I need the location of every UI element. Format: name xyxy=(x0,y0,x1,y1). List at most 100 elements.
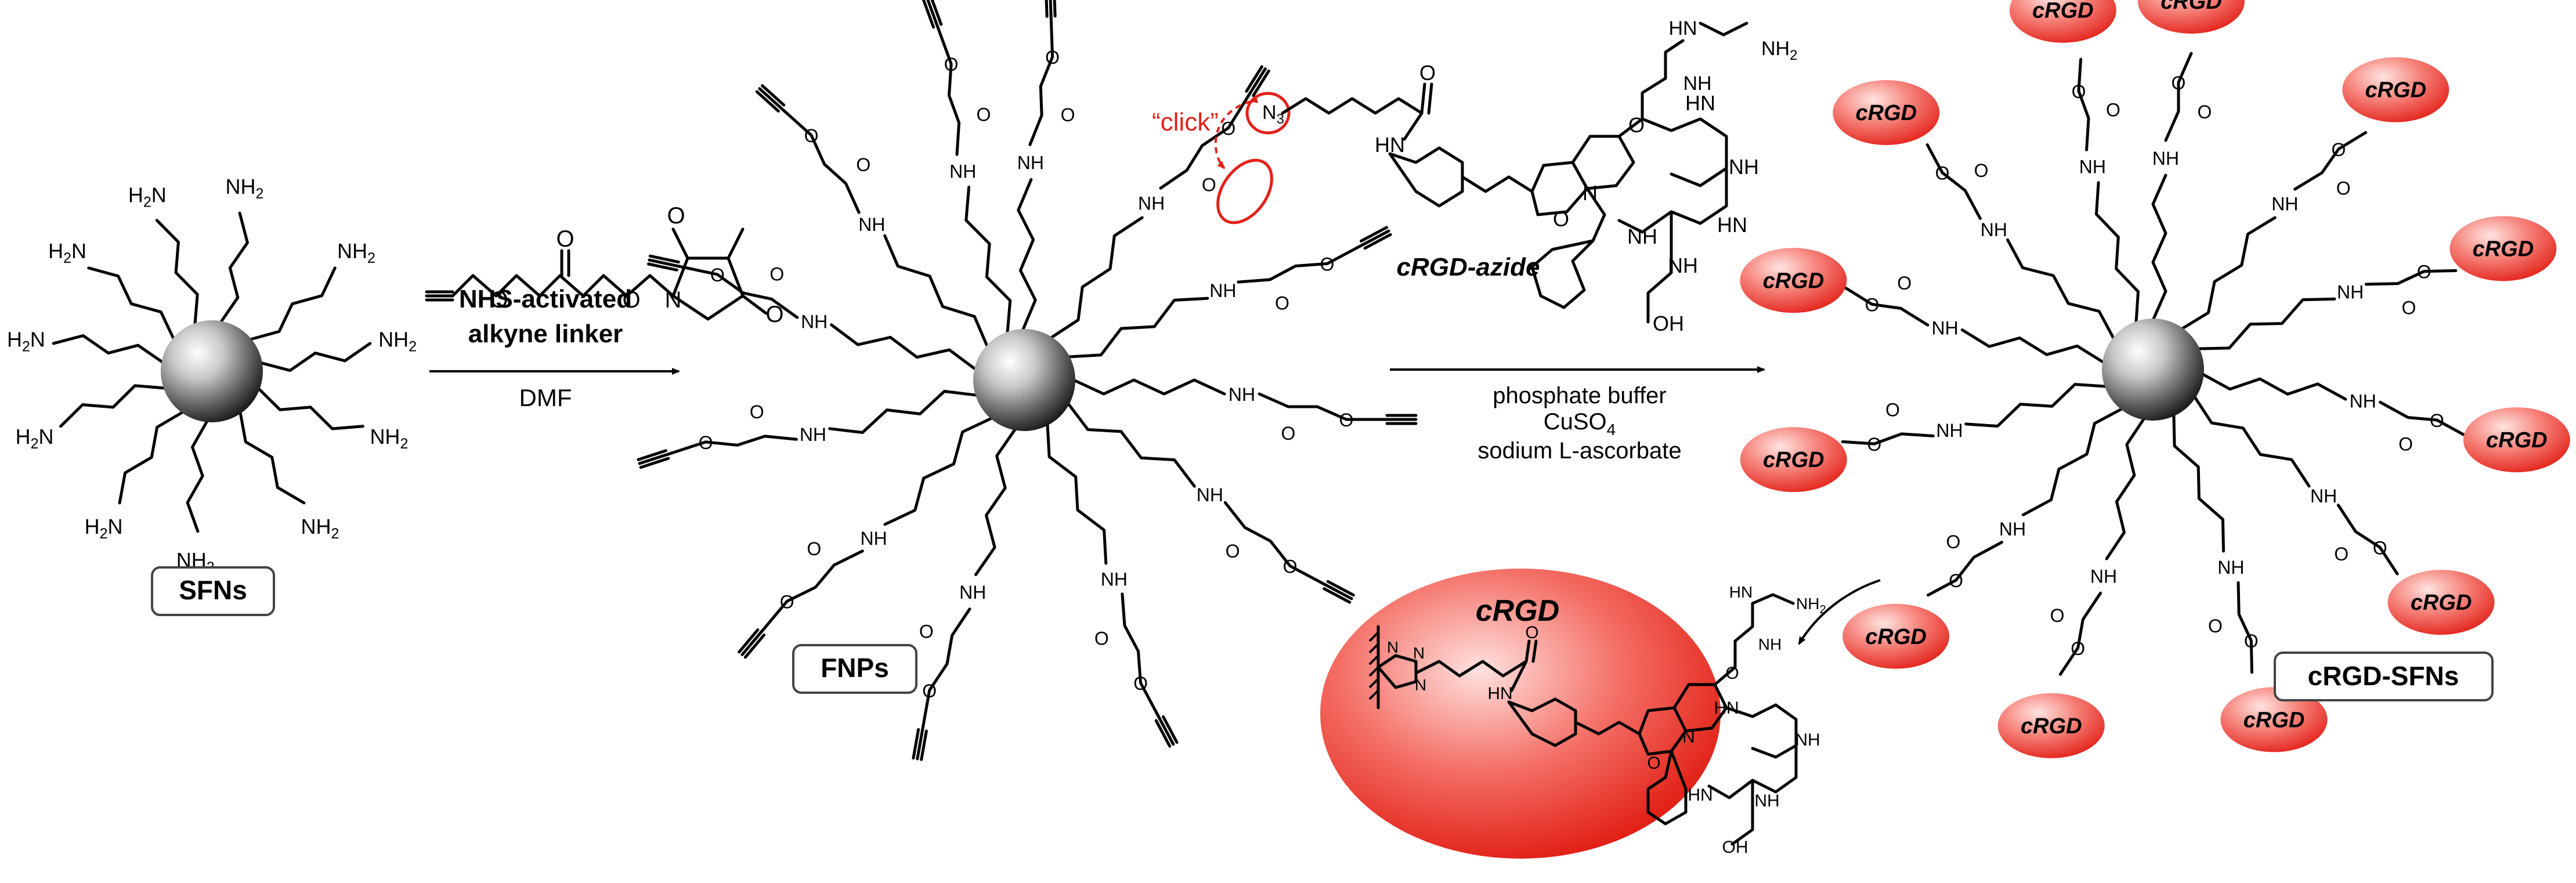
crgd-bubble xyxy=(2009,0,2116,43)
crgd-nh-label: NH xyxy=(2152,148,2179,169)
zoom-nh2: NH xyxy=(1754,791,1779,810)
fnp-alkyne xyxy=(916,729,924,761)
zoom-guanidine-hn: HN xyxy=(1729,583,1753,601)
crgd-carbonyl-o: O xyxy=(1946,531,1960,552)
zoom-hn1: HN xyxy=(1487,684,1512,703)
fnp-nh-label: NH xyxy=(1017,152,1044,173)
crgd-bubble xyxy=(1842,603,1950,669)
crgd-bubble-label: cRGD xyxy=(2243,708,2305,732)
fnp-linker-bond xyxy=(935,24,961,156)
fnp-linker-bond xyxy=(1028,15,1054,146)
crgd-linker-bond xyxy=(2237,581,2253,674)
crgd-linker-bond xyxy=(2336,504,2399,576)
crgd-ether-o: O xyxy=(1865,295,1879,316)
crgd-carbonyl-o: O xyxy=(2198,102,2212,122)
zoom-arrow xyxy=(1798,579,1881,645)
step2: phosphate buffer CuSO4 sodium L-ascorbat… xyxy=(1390,366,1765,464)
crgd-bubble xyxy=(1833,80,1940,146)
zoom-nh1: NH xyxy=(1795,730,1820,750)
crgd-arm-bond xyxy=(2201,372,2347,401)
fnp-particle: NHOONHOONHOONHOONHOONHOONHOONHOONHOONHOO… xyxy=(637,0,1418,761)
crgd-azide-label: cRGD-azide xyxy=(1397,253,1540,281)
zoom-n2: N xyxy=(1413,644,1425,662)
zoom-guanidine-nh: NH xyxy=(1758,635,1782,653)
fnp-nh-label: NH xyxy=(949,161,976,182)
fnp-nh-label: NH xyxy=(1197,484,1223,505)
crgd-carbonyl-o: O xyxy=(2208,616,2223,636)
fnp-alkyne xyxy=(638,453,669,465)
fnp-carbonyl-o: O xyxy=(750,401,764,422)
crgd-bubble-label: cRGD xyxy=(2486,428,2548,453)
crgd-zoom-bubble xyxy=(1320,569,1798,859)
azide-oh: OH xyxy=(1653,312,1684,335)
fnps-label: FNPs xyxy=(821,653,889,683)
azide-o3: O xyxy=(1553,207,1569,231)
fnp-arm-bond xyxy=(830,323,978,371)
fnp-carbonyl-o: O xyxy=(1281,423,1296,444)
crgd-carbonyl-o: O xyxy=(2398,433,2413,454)
zoom-hn3: HN xyxy=(1688,786,1712,805)
crgd-bubble-label: cRGD xyxy=(1763,448,1824,472)
fnp-ether-o: O xyxy=(1045,47,1060,68)
crgd-carbonyl-o: O xyxy=(2334,544,2349,564)
fnp-nh-label: NH xyxy=(1138,193,1165,214)
crgd-bubble-label: cRGD xyxy=(1763,269,1824,293)
azide-hn1: HN xyxy=(1375,133,1405,157)
fnp-arm-bond xyxy=(1072,378,1226,396)
crgd-ether-o: O xyxy=(2172,73,2186,93)
zoom-guanidine-nh2: NH2 xyxy=(1796,595,1826,616)
crgd-azide-structure xyxy=(1281,21,1748,324)
fnp-arm-bond xyxy=(828,390,979,434)
crgd-nh-label: NH xyxy=(1936,420,1963,441)
fnp-arm-bond xyxy=(883,416,994,526)
azide-nh1: NH xyxy=(1627,225,1657,248)
sfn-arm-bond xyxy=(87,266,176,341)
crgd-carbonyl-o: O xyxy=(2401,298,2416,319)
azide-hn2: HN xyxy=(1685,91,1715,115)
fnp-carbonyl-o: O xyxy=(919,621,934,642)
crgd-nh-label: NH xyxy=(2310,486,2337,506)
fnp-ether-o: O xyxy=(710,265,725,285)
sfn-arm-bond xyxy=(239,410,306,505)
crgd-bubble-label: cRGD xyxy=(2365,78,2426,103)
fnp-ether-o: O xyxy=(804,125,819,146)
crgd-bubble xyxy=(2342,57,2449,122)
crgd-ether-o: O xyxy=(2417,262,2432,283)
step2-line2: CuSO4 xyxy=(1544,409,1616,439)
fnp-alkyne xyxy=(1049,0,1053,18)
sfn-arm-bond xyxy=(59,384,167,428)
crgd-arm-bond xyxy=(2151,173,2167,322)
crgd-arm-bond xyxy=(1964,383,2108,428)
crgd-arm-bond xyxy=(2095,181,2140,325)
fnp-linker-bond xyxy=(1258,392,1389,421)
zoom-macrocycle xyxy=(1707,602,1798,846)
sfn-arm-bond xyxy=(219,211,249,324)
fnp-arm-bond xyxy=(1066,401,1196,488)
azide-guanidine-hn: HN xyxy=(1668,17,1697,39)
fnp-linker-bond xyxy=(921,607,971,732)
zoom-attachment-hatch xyxy=(1368,631,1379,700)
fnp-nh-label: NH xyxy=(1229,384,1255,405)
fnp-carbonyl-o: O xyxy=(807,538,821,559)
crgd-bubble-label: cRGD xyxy=(2032,0,2094,23)
crgd-zoom-title: cRGD xyxy=(1476,594,1559,628)
fnps-label-box xyxy=(792,644,917,694)
fnp-alkyne xyxy=(740,631,763,656)
crgd-linker-bond xyxy=(1925,143,1982,220)
fnp-ether-o: O xyxy=(1339,410,1354,430)
nhs-n: N xyxy=(665,287,682,313)
crgd-arm-bond xyxy=(2192,395,2311,488)
azide-guanidine-nh: NH xyxy=(1683,73,1711,95)
crgd-bubble xyxy=(2463,407,2570,473)
crgd-bubble xyxy=(2387,570,2495,635)
crgd-bubble xyxy=(1740,427,1847,493)
crgd-bubble-label: cRGD xyxy=(1865,625,1927,649)
crgd-bubble xyxy=(2449,216,2557,281)
step2-line3: sodium L-ascorbate xyxy=(1477,438,1681,464)
sfn-amine-label: NH2 xyxy=(225,175,263,202)
crgd-bubble xyxy=(1740,248,1847,313)
crgd-nh-label: NH xyxy=(2090,566,2117,587)
crgd-zoom-ellipse xyxy=(1320,569,1721,859)
zoom-phenyl2 xyxy=(1646,750,1688,826)
